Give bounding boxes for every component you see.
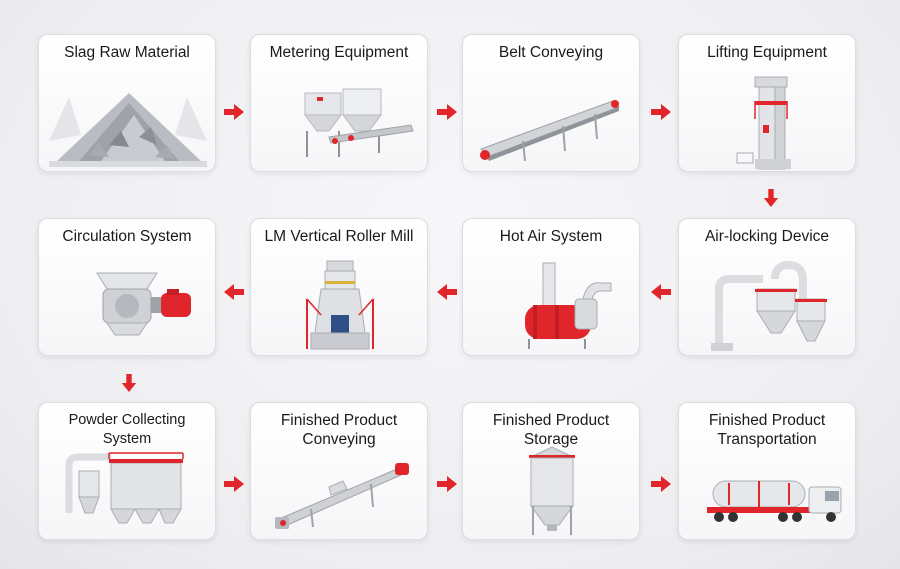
step-label: LM Vertical Roller Mill (264, 228, 414, 245)
bucket-elevator-icon (736, 76, 791, 170)
flow-arrow-right (224, 104, 244, 120)
step-label: Finished Product Conveying (280, 412, 398, 448)
rotary-valve-icon (96, 272, 191, 336)
step-card-lifting-equipment: Lifting Equipment (678, 34, 856, 172)
slag-pile-icon (49, 93, 207, 167)
step-card-powder-collecting-system: Powder Collecting System (38, 402, 216, 540)
belt-conveyor-icon (480, 100, 620, 162)
step-card-hot-air-system: Hot Air System (462, 218, 640, 356)
flow-arrow-right (437, 104, 457, 120)
step-card-lm-vertical-roller-mill: LM Vertical Roller Mill (250, 218, 428, 356)
step-label: Hot Air System (499, 228, 603, 245)
flow-arrow-down (120, 374, 138, 392)
flow-arrow-right (651, 104, 671, 120)
step-label: Finished Product Transportation (708, 412, 826, 448)
step-card-finished-product-conveying: Finished Product Conveying (250, 402, 428, 540)
flow-arrow-left (651, 284, 671, 300)
hopper-metering-icon (304, 88, 414, 157)
step-card-metering-equipment: Metering Equipment (250, 34, 428, 172)
step-card-finished-product-transportation: Finished Product Transportation (678, 402, 856, 540)
hot-air-furnace-icon (525, 262, 612, 349)
storage-silo-icon (529, 446, 575, 535)
tanker-truck-icon (707, 480, 842, 522)
step-card-air-locking-device: Air-locking Device (678, 218, 856, 356)
flow-arrow-right (437, 476, 457, 492)
step-card-slag-raw-material: Slag Raw Material (38, 34, 216, 172)
step-label: Lifting Equipment (707, 44, 827, 61)
vertical-roller-mill-icon (306, 260, 374, 350)
step-card-circulation-system: Circulation System (38, 218, 216, 356)
flow-arrow-right (224, 476, 244, 492)
dust-collector-icon (65, 452, 184, 524)
step-label: Powder Collecting System (68, 412, 186, 447)
step-card-finished-product-storage: Finished Product Storage (462, 402, 640, 540)
step-label: Metering Equipment (269, 44, 409, 61)
step-label: Belt Conveying (498, 44, 604, 61)
flow-arrow-right (651, 476, 671, 492)
step-label: Finished Product Storage (492, 412, 610, 448)
flow-arrow-left (437, 284, 457, 300)
screw-conveyor-icon (275, 463, 409, 529)
step-label: Air-locking Device (704, 228, 830, 245)
flow-arrow-down (762, 189, 780, 207)
step-label: Slag Raw Material (64, 44, 190, 61)
step-label: Circulation System (62, 228, 192, 245)
air-lock-cyclone-icon (711, 260, 827, 351)
flow-arrow-left (224, 284, 244, 300)
step-card-belt-conveying: Belt Conveying (462, 34, 640, 172)
